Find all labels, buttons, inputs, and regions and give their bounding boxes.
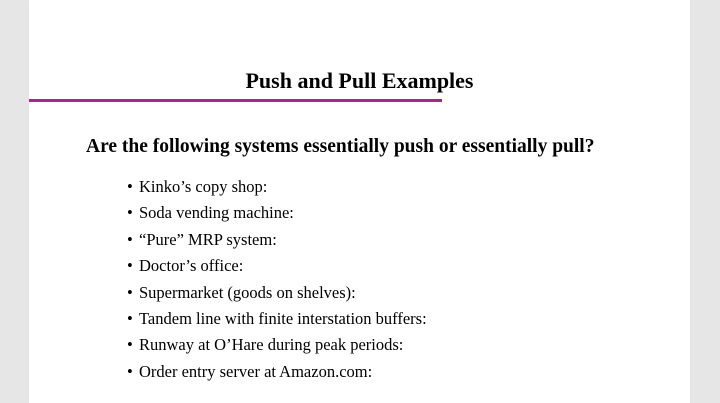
bullet-dot-icon: • bbox=[127, 256, 133, 276]
slide-title: Push and Pull Examples bbox=[245, 68, 474, 93]
list-item: • Soda vending machine: bbox=[127, 203, 427, 229]
list-item-text: “Pure” MRP system: bbox=[139, 229, 277, 249]
bullet-list: • Kinko’s copy shop: • Soda vending mach… bbox=[127, 177, 427, 388]
list-item-text: Supermarket (goods on shelves): bbox=[139, 282, 356, 302]
list-item: • Tandem line with finite interstation b… bbox=[127, 309, 427, 335]
bullet-dot-icon: • bbox=[127, 229, 133, 249]
list-item-text: Soda vending machine: bbox=[139, 203, 294, 223]
list-item-text: Doctor’s office: bbox=[139, 256, 244, 276]
list-item: • Runway at O’Hare during peak periods: bbox=[127, 335, 427, 361]
bullet-dot-icon: • bbox=[127, 308, 133, 328]
list-item: • Kinko’s copy shop: bbox=[127, 177, 427, 203]
list-item: • Doctor’s office: bbox=[127, 256, 427, 282]
title-underline-rule bbox=[29, 99, 442, 102]
list-item-text: Tandem line with finite interstation buf… bbox=[139, 308, 427, 328]
bullet-dot-icon: • bbox=[127, 335, 133, 355]
list-item-text: Runway at O’Hare during peak periods: bbox=[139, 335, 404, 355]
list-item-text: Order entry server at Amazon.com: bbox=[139, 361, 373, 381]
bullet-dot-icon: • bbox=[127, 361, 133, 381]
slide-page: Push and Pull Examples Are the following… bbox=[29, 0, 690, 403]
list-item: • Order entry server at Amazon.com: bbox=[127, 362, 427, 388]
bullet-dot-icon: • bbox=[127, 203, 133, 223]
list-item: • Supermarket (goods on shelves): bbox=[127, 283, 427, 309]
bullet-dot-icon: • bbox=[127, 282, 133, 302]
bullet-dot-icon: • bbox=[127, 177, 133, 196]
list-item: • “Pure” MRP system: bbox=[127, 230, 427, 256]
list-item-text: Kinko’s copy shop: bbox=[139, 177, 268, 196]
slide-question: Are the following systems essentially pu… bbox=[86, 136, 595, 157]
